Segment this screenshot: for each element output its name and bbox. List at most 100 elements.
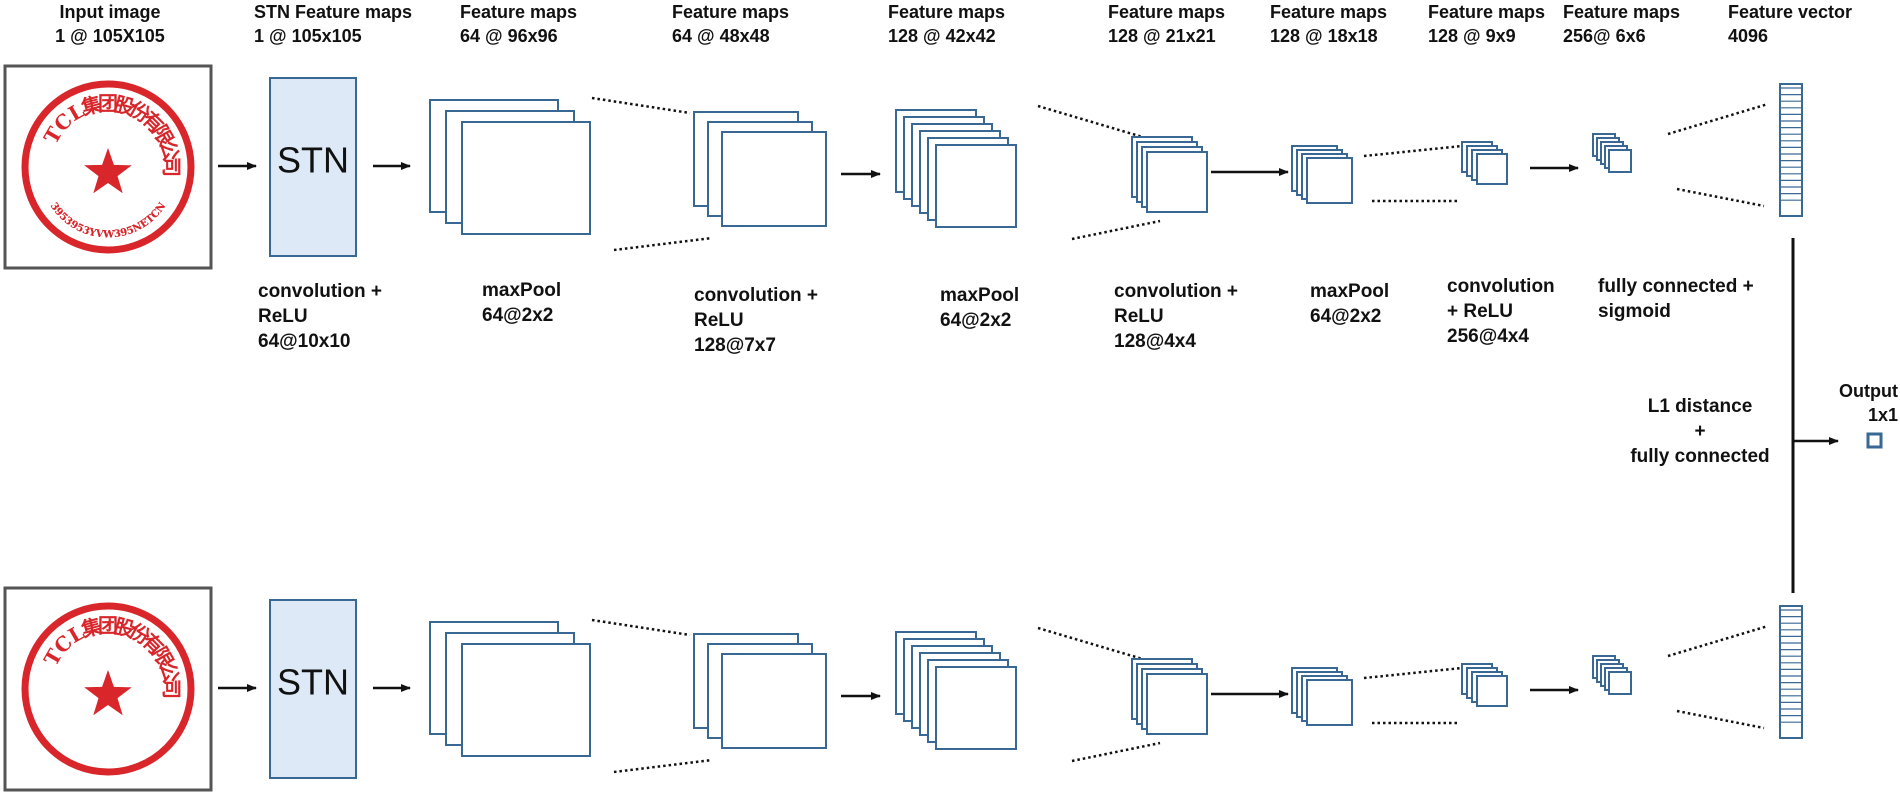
header-fm4: Feature maps 128 @ 21x21 (1108, 0, 1225, 48)
op-conv4-line2: + ReLU (1447, 301, 1513, 322)
dots-fm3-top (1037, 104, 1147, 140)
fm3-layer (935, 144, 1017, 228)
header-input-title: Input image (59, 2, 161, 22)
header-fm6-title: Feature maps (1428, 2, 1546, 22)
header-fm6: Feature maps 128 @ 9x9 (1428, 0, 1545, 48)
dots-fm3-bottom (1071, 741, 1161, 763)
op-pool1: maxPool 64@2x2 (482, 278, 561, 328)
seal-char: 司 (160, 679, 184, 699)
header-input: Input image 1 @ 105X105 (30, 0, 190, 48)
op-pool2-line1: maxPool (940, 285, 1020, 306)
header-fm7: Feature maps 256@ 6x6 (1563, 0, 1680, 48)
fm2-layer (721, 131, 827, 227)
header-fm6-size: 128 @ 9x9 (1428, 26, 1516, 46)
dots-fm1-bottom (613, 758, 713, 774)
op-fc-line1: fully connected + (1598, 276, 1754, 297)
feature-vector (1779, 605, 1803, 739)
merge-line2: + (1694, 421, 1706, 442)
header-fm3-title: Feature maps (888, 2, 1006, 22)
fm5-layer (1306, 157, 1353, 204)
op-conv3: convolution + ReLU 128@4x4 (1114, 279, 1238, 354)
seal-char: 团 (98, 92, 118, 116)
header-fm4-size: 128 @ 21x21 (1108, 26, 1216, 46)
seal-char: 团 (98, 614, 118, 638)
header-fm1-size: 64 @ 96x96 (460, 26, 558, 46)
fm6-layer (1476, 153, 1508, 185)
dots-fm7-bottom (1676, 709, 1765, 730)
dots-fm7-top (1667, 624, 1769, 658)
fm2-layer (721, 653, 827, 749)
header-fm2-size: 64 @ 48x48 (672, 26, 770, 46)
header-fv-title: Feature vector (1728, 2, 1853, 22)
stn-block (269, 77, 357, 257)
fm4-layer (1146, 151, 1208, 213)
op-conv1-line1: convolution + (258, 281, 383, 302)
output-title: Output (1839, 381, 1898, 401)
dots-fm3-top (1037, 626, 1147, 662)
op-conv4: convolution + ReLU 256@4x4 (1447, 274, 1555, 349)
merge-label: L1 distance + fully connected (1610, 394, 1790, 469)
fm7-layer (1608, 149, 1632, 173)
seal-ring (21, 602, 195, 776)
header-stn-size: 1 @ 105x105 (254, 26, 362, 46)
merge-line3: fully connected (1630, 446, 1770, 467)
dots-fm5-top (1363, 666, 1463, 680)
op-conv2: convolution + ReLU 128@7x7 (694, 283, 818, 358)
header-fm3-size: 128 @ 42x42 (888, 26, 996, 46)
op-pool3: maxPool 64@2x2 (1310, 279, 1389, 329)
op-fc: fully connected + sigmoid (1598, 274, 1754, 324)
dots-fm1-bottom (613, 236, 713, 252)
op-conv2-line3: 128@7x7 (694, 335, 776, 356)
header-feature-vector: Feature vector 4096 (1728, 0, 1852, 48)
header-fm2-title: Feature maps (672, 2, 790, 22)
seal-char: 司 (160, 157, 184, 177)
op-pool1-line2: 64@2x2 (482, 305, 554, 326)
op-pool2: maxPool 64@2x2 (940, 283, 1019, 333)
op-conv3-line3: 128@4x4 (1114, 331, 1196, 352)
op-conv3-line2: ReLU (1114, 306, 1164, 327)
op-pool1-line1: maxPool (482, 280, 562, 301)
header-fm5: Feature maps 128 @ 18x18 (1270, 0, 1387, 48)
op-conv4-line3: 256@4x4 (1447, 326, 1529, 347)
dots-fm1-top (591, 96, 691, 115)
header-fm1-title: Feature maps (460, 2, 578, 22)
header-stn-title: STN Feature maps (254, 2, 413, 22)
op-conv2-line2: ReLU (694, 310, 744, 331)
output-size: 1x1 (1867, 405, 1898, 425)
header-fm7-size: 256@ 6x6 (1563, 26, 1646, 46)
op-conv1-line2: ReLU (258, 306, 308, 327)
header-fv-size: 4096 (1728, 26, 1769, 46)
op-conv1: convolution + ReLU 64@10x10 (258, 279, 382, 354)
op-conv2-line1: convolution + (694, 285, 819, 306)
star-icon (84, 670, 132, 716)
fm1-layer (461, 121, 591, 235)
fm6-layer (1476, 675, 1508, 707)
dots-fm7-bottom (1676, 187, 1765, 208)
header-fm3: Feature maps 128 @ 42x42 (888, 0, 1005, 48)
header-input-size: 1 @ 105X105 (55, 26, 165, 46)
stn-block (269, 599, 357, 779)
feature-vector-frame (1779, 83, 1803, 217)
dots-fm7-top (1667, 102, 1769, 136)
op-conv1-line3: 64@10x10 (258, 331, 351, 352)
header-fm7-title: Feature maps (1563, 2, 1681, 22)
op-fc-line2: sigmoid (1598, 301, 1671, 322)
header-fm5-size: 128 @ 18x18 (1270, 26, 1378, 46)
op-pool2-line2: 64@2x2 (940, 310, 1012, 331)
output-node (1866, 432, 1883, 449)
fm4-layer (1146, 673, 1208, 735)
stn-label: STN (277, 662, 349, 703)
op-conv4-line1: convolution (1447, 276, 1555, 297)
output-label: Output 1x1 (1810, 379, 1898, 427)
seal-ring (21, 80, 195, 254)
fm7-layer (1608, 671, 1632, 695)
fm5-layer (1306, 679, 1353, 726)
merge-line1: L1 distance (1647, 396, 1753, 417)
header-fm2: Feature maps 64 @ 48x48 (672, 0, 789, 48)
stn-label: STN (277, 140, 349, 181)
fm3-layer (935, 666, 1017, 750)
feature-vector-frame (1779, 605, 1803, 739)
